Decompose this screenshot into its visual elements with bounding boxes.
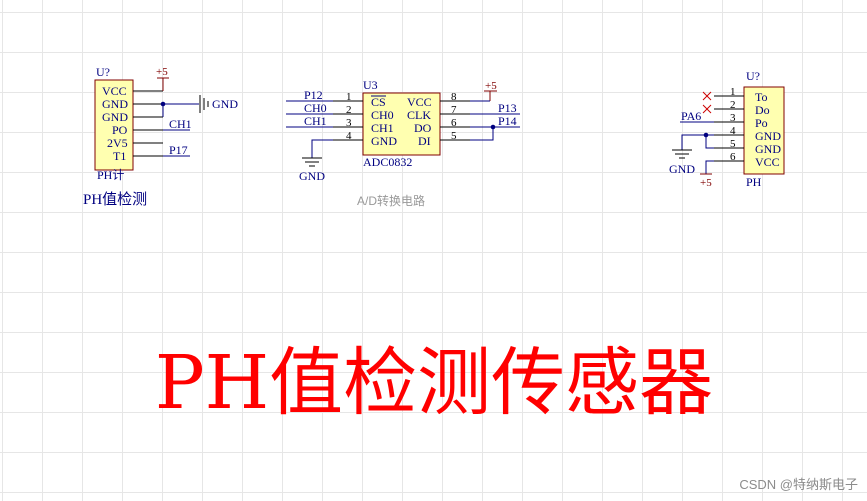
ph-net-p17: P17 xyxy=(169,143,188,157)
ph-power-symbol: +5 xyxy=(156,66,169,91)
watermark: CSDN @特纳斯电子 xyxy=(739,477,858,492)
adc-pin-num-4: 4 xyxy=(346,130,352,142)
connector-body xyxy=(743,86,785,175)
adc-part: ADC0832 xyxy=(363,155,412,169)
connector-pin-num-5: 5 xyxy=(730,138,736,150)
connector-name: PH xyxy=(746,175,762,189)
connector-power-symbol: +5 xyxy=(700,173,712,189)
adc-pin-num-7: 7 xyxy=(451,104,457,116)
ph-connector: U? To Do Po GND GND VCC PH 1 2 3 4 5 6 P… xyxy=(669,69,785,189)
page-title: PH值检测传感器 xyxy=(155,340,713,426)
ph-ground-symbol: GND xyxy=(199,95,238,113)
adc-pin-ch0: CH0 xyxy=(371,108,394,122)
adc-net-ch1: CH1 xyxy=(304,114,327,128)
adc-net-p14: P14 xyxy=(498,114,517,128)
connector-pin-num-2: 2 xyxy=(730,99,736,111)
adc-pin-num-2: 2 xyxy=(346,104,352,116)
connector-pin-gnd-2: GND xyxy=(755,142,781,156)
ph-module: U? VCC GND GND PO 2V5 T1 PH计 +5 GND xyxy=(83,65,238,208)
connector-pin-gnd-1: GND xyxy=(755,129,781,143)
adc-ref: U3 xyxy=(363,78,378,92)
connector-pin-num-3: 3 xyxy=(730,112,736,124)
ph-pin-vcc: VCC xyxy=(102,84,127,98)
connector-ground-symbol: GND xyxy=(669,149,695,176)
adc-pin-vcc: VCC xyxy=(407,95,432,109)
adc-caption: A/D转换电路 xyxy=(357,193,425,208)
adc-pin-num-3: 3 xyxy=(346,117,352,129)
ph-module-name: PH计 xyxy=(97,168,124,182)
no-connect-marker xyxy=(702,104,712,114)
adc-net-p12: P12 xyxy=(304,88,323,102)
ph-power-label: +5 xyxy=(156,66,168,78)
ph-module-ref: U? xyxy=(96,65,110,79)
adc-pin-num-5: 5 xyxy=(451,130,457,142)
adc-pin-ch1: CH1 xyxy=(371,121,394,135)
adc-net-ch0: CH0 xyxy=(304,101,327,115)
adc-pin-clk: CLK xyxy=(407,108,431,122)
connector-pin-to: To xyxy=(755,90,768,104)
adc-pin-cs: CS xyxy=(371,95,386,109)
connector-pin-do: Do xyxy=(755,103,770,117)
connector-ground-label: GND xyxy=(669,162,695,176)
connector-pin-vcc: VCC xyxy=(755,155,780,169)
ph-pin-po: PO xyxy=(112,123,128,137)
adc-ground-symbol: GND xyxy=(299,157,325,183)
ph-ground-label: GND xyxy=(212,97,238,111)
connector-pin-num-1: 1 xyxy=(730,86,736,98)
ph-caption: PH值检测 xyxy=(83,191,147,208)
adc-ground-label: GND xyxy=(299,169,325,183)
adc-power-label: +5 xyxy=(485,80,497,92)
connector-pin-num-6: 6 xyxy=(730,151,736,163)
ph-module-body xyxy=(94,79,134,171)
adc-body xyxy=(362,92,441,156)
no-connect-marker xyxy=(702,91,712,101)
adc-pin-di: DI xyxy=(418,134,431,148)
adc-pin-num-1: 1 xyxy=(346,91,352,103)
adc-power-symbol: +5 xyxy=(484,80,497,101)
connector-pin-po: Po xyxy=(755,116,768,130)
adc-pin-gnd: GND xyxy=(371,134,397,148)
ph-pin-gnd-2: GND xyxy=(102,110,128,124)
adc-pin-do: DO xyxy=(414,121,432,135)
connector-power-label: +5 xyxy=(700,177,712,189)
ph-pin-t1: T1 xyxy=(113,149,126,163)
adc-chip: U3 1 2 3 4 CS CH0 CH1 GND 8 7 6 5 VCC CL… xyxy=(286,78,520,208)
adc-net-p13: P13 xyxy=(498,101,517,115)
ph-pin-gnd-1: GND xyxy=(102,97,128,111)
connector-net-pa6: PA6 xyxy=(681,109,701,123)
connector-pin-num-4: 4 xyxy=(730,125,736,137)
ph-pin-2v5: 2V5 xyxy=(107,136,128,150)
ph-net-ch1: CH1 xyxy=(169,117,192,131)
adc-pin-num-8: 8 xyxy=(451,91,457,103)
adc-pin-num-6: 6 xyxy=(451,117,457,129)
adc-junction xyxy=(490,124,496,130)
connector-ref: U? xyxy=(746,69,760,83)
